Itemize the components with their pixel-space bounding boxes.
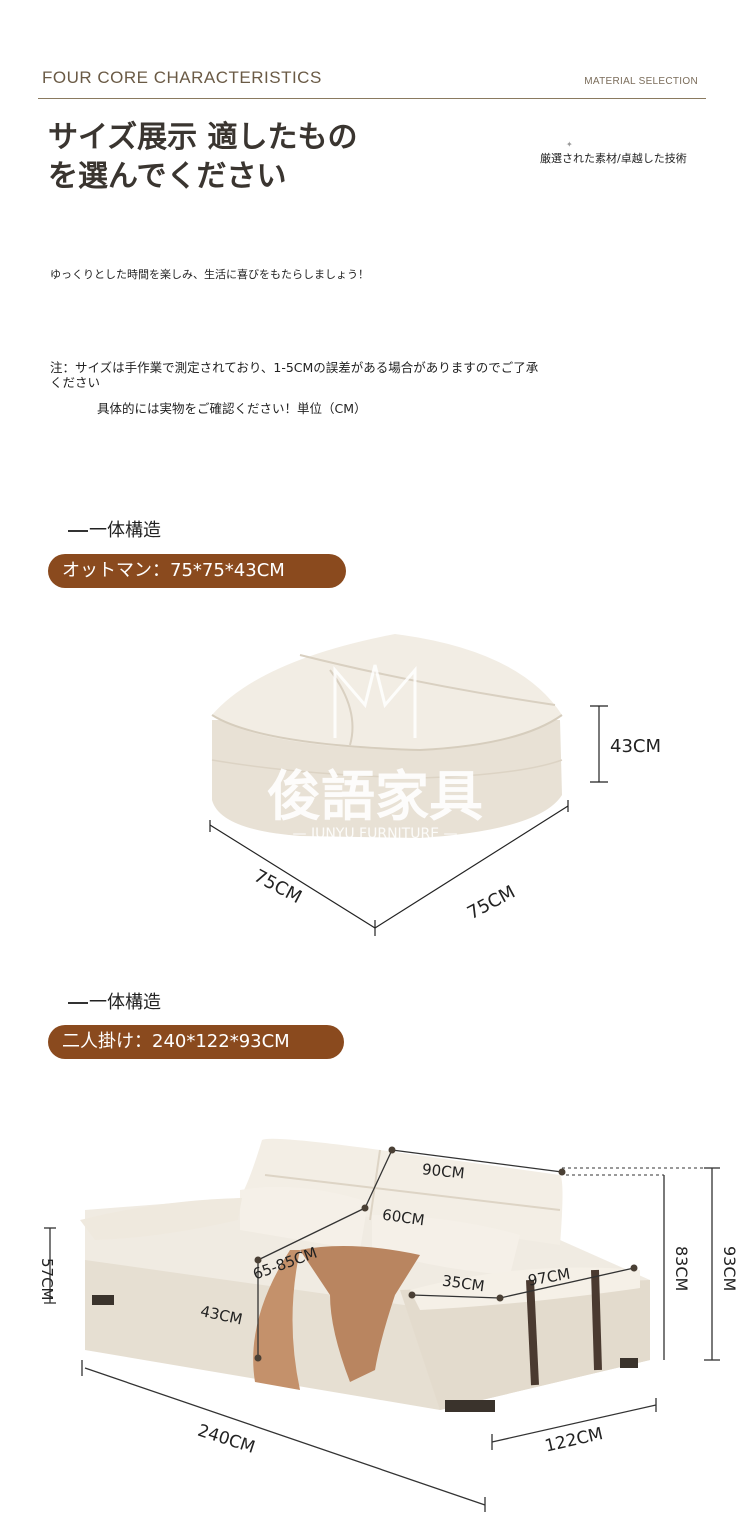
dim-93-label: 93CM <box>720 1246 739 1291</box>
ottoman-illustration <box>211 634 563 838</box>
sofa-diagram: 90CM 60CM 65-85CM 43CM 35CM 97CM 57CM 83… <box>38 1138 739 1512</box>
measurement-note: 注：サイズは手作業で測定されており、1-5CMの誤差がある場合がありますのでご了… <box>50 360 539 390</box>
dim-240-label: 240CM <box>195 1421 257 1458</box>
watermark-subtext: — JUNYU FURNITURE — <box>293 826 458 842</box>
sofa-dimension-lines <box>44 1149 720 1512</box>
section-label-sofa: 一体構造 <box>68 988 161 1014</box>
sofa-illustration <box>80 1138 650 1412</box>
watermark-text: 俊語家具 <box>267 765 483 828</box>
measurement-note-detail: 具体的には実物をご確認ください！単位（CM） <box>97 401 367 416</box>
ottoman-height-dimension <box>590 705 608 783</box>
sparkle-icon: ✦ <box>566 140 573 149</box>
dim-83-label: 83CM <box>672 1246 691 1291</box>
header-divider <box>38 98 706 99</box>
header-title: FOUR CORE CHARACTERISTICS <box>42 68 322 87</box>
dim-57-label: 57CM <box>38 1258 56 1301</box>
dash-icon <box>68 530 88 532</box>
ottoman-base-dimension <box>209 800 569 936</box>
section-label-text: 一体構造 <box>89 520 161 541</box>
ottoman-height-label: 43CM <box>610 736 661 757</box>
section-label-ottoman: 一体構造 <box>68 516 161 542</box>
dim-90-label: 90CM <box>421 1160 465 1182</box>
ottoman-width-label: 75CM <box>464 882 519 924</box>
ottoman-size-badge: オットマン：75*75*43CM <box>48 554 346 588</box>
ottoman-diagram: 俊語家具 — JUNYU FURNITURE — 43CM 75CM 75CM <box>209 634 661 936</box>
section-label-text: 一体構造 <box>89 992 161 1013</box>
sofa-size-badge: 二人掛け：240*122*93CM <box>48 1025 344 1059</box>
dash-icon <box>68 1002 88 1004</box>
header-subtitle: MATERIAL SELECTION <box>584 76 698 87</box>
crown-logo-icon <box>333 664 417 738</box>
sofa-guide-lines <box>562 1167 712 1176</box>
dim-60-label: 60CM <box>381 1206 426 1230</box>
selected-material-note: 厳選された素材/卓越した技術 <box>540 152 687 165</box>
ottoman-depth-label: 75CM <box>250 866 305 908</box>
dim-35-label: 35CM <box>441 1272 486 1296</box>
sofa-dimension-points <box>254 1146 638 1362</box>
tagline: ゆっくりとした時間を楽しみ、生活に喜びをもたらしましょう！ <box>50 268 369 281</box>
page-title: サイズ展示 適したものを選んでください <box>48 120 358 194</box>
